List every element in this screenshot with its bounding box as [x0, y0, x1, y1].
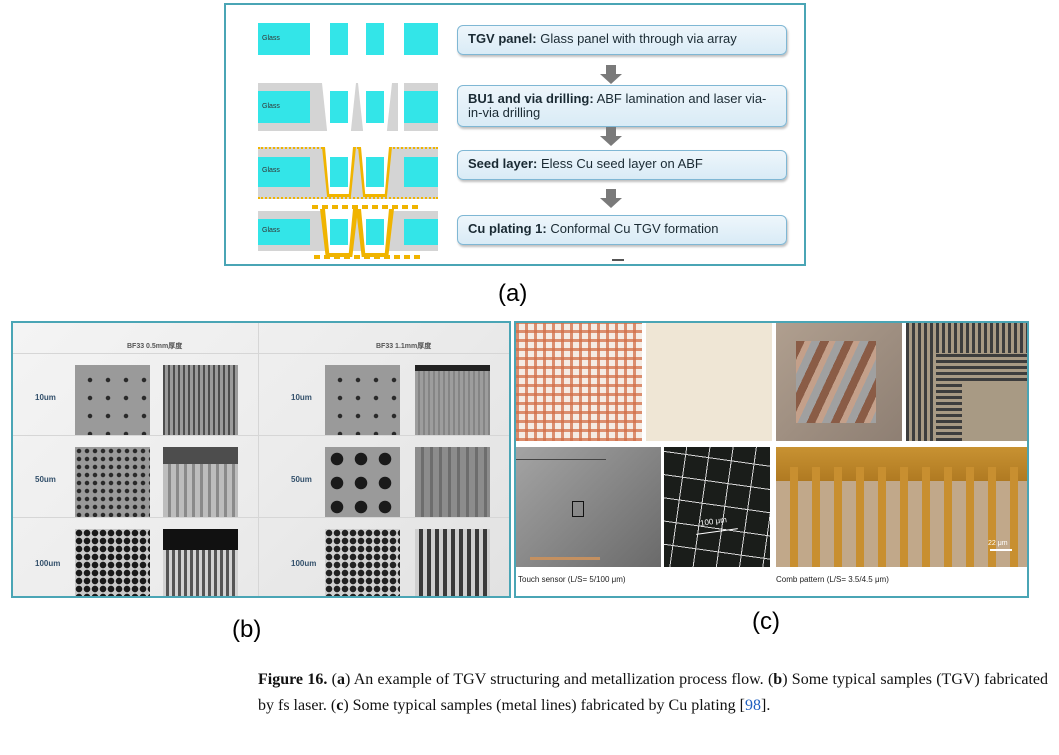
- citation-link[interactable]: 98: [744, 697, 761, 714]
- image-caption: Comb pattern (L/S= 3.5/4.5 μm): [776, 575, 889, 584]
- row-label: 50um: [35, 475, 56, 484]
- step-text: ABF lamination and laser via-in-via dril…: [468, 91, 767, 120]
- scale-bar-label: 100 μm: [699, 515, 728, 528]
- corner-lines-image: [906, 323, 1027, 441]
- glass-label: Glass: [262, 103, 280, 110]
- step-text: Glass panel with through via array: [536, 31, 737, 46]
- sem-image-cross-section: [415, 365, 490, 435]
- step-text: Conformal Cu TGV formation: [546, 221, 719, 236]
- process-flow-panel: Glass Glass Glass: [224, 3, 806, 266]
- sem-image-cross-section: [415, 529, 490, 596]
- caption-subfig-label: a: [336, 671, 345, 688]
- metal-lines-panel: 100 μm 22 μm Touch sensor (L/S= 5/100 μm…: [514, 321, 1029, 598]
- step-text: Eless Cu seed layer on ABF: [537, 156, 703, 171]
- glass-label: Glass: [262, 167, 280, 174]
- sem-image-top-view: [75, 447, 150, 517]
- comb-pattern-image: 22 μm: [776, 447, 1027, 567]
- sem-image-top-view: [325, 447, 400, 517]
- caption-text: ].: [760, 697, 771, 714]
- row-label: 100um: [291, 559, 317, 568]
- step-box-4: Cu plating 1: Conformal Cu TGV formation: [457, 215, 787, 245]
- row-label: 50um: [291, 475, 312, 484]
- sem-image-top-view: [75, 365, 150, 435]
- row-label: 10um: [35, 393, 56, 402]
- panel-label-a: (a): [498, 280, 528, 307]
- sem-image-top-view: [325, 529, 400, 596]
- touch-sensor-zoom-image: 100 μm: [664, 447, 770, 567]
- step-title: TGV panel:: [468, 31, 537, 46]
- step-title: Cu plating 1:: [468, 221, 547, 236]
- caption-subfig-label: b: [773, 671, 783, 688]
- cross-section-step-3: Glass: [258, 145, 438, 199]
- step-title: Seed layer:: [468, 156, 538, 171]
- column-header: BF33 0.5mm厚度: [127, 343, 183, 350]
- divider-line: [13, 353, 509, 354]
- row-label: 10um: [291, 393, 312, 402]
- sem-image-top-view: [75, 529, 150, 596]
- copper-pattern-image: [516, 323, 642, 441]
- divider-line: [13, 435, 509, 436]
- scale-bar-label: 22 μm: [988, 540, 1008, 547]
- sem-image-cross-section: [415, 447, 490, 517]
- panel-label-c: (c): [752, 608, 780, 635]
- sem-image-cross-section: [163, 529, 238, 596]
- continuation-dash: [612, 259, 624, 261]
- caption-text: ) An example of TGV structuring and meta…: [344, 671, 774, 688]
- caption-text: ) Some typical samples (TGV) fabricated …: [258, 671, 1049, 714]
- image-caption: Touch sensor (L/S= 5/100 μm): [518, 575, 626, 584]
- cross-section-step-1: Glass: [258, 23, 438, 55]
- panel-label-b: (b): [232, 616, 262, 643]
- caption-text: ) Some typical samples (metal lines) fab…: [343, 697, 745, 714]
- divider-line: [13, 517, 509, 518]
- divider-line: [258, 323, 259, 596]
- figure-label: Figure 16.: [258, 671, 328, 688]
- step-box-3: Seed layer: Eless Cu seed layer on ABF: [457, 150, 787, 180]
- step-box-1: TGV panel: Glass panel with through via …: [457, 25, 787, 55]
- glass-label: Glass: [262, 227, 280, 234]
- touch-sensor-image: [516, 447, 661, 567]
- sem-image-top-view: [325, 365, 400, 435]
- sem-image-cross-section: [163, 365, 238, 435]
- figure-caption: Figure 16. (a) An example of TGV structu…: [258, 667, 1048, 719]
- cross-section-step-2: Glass: [258, 83, 438, 131]
- caption-subfig-label: c: [336, 697, 344, 714]
- glass-label: Glass: [262, 35, 280, 42]
- sem-image-cross-section: [163, 447, 238, 517]
- cross-section-step-4: Glass: [258, 205, 438, 259]
- row-label: 100um: [35, 559, 61, 568]
- caption-text: (: [327, 671, 337, 688]
- step-title: BU1 and via drilling:: [468, 91, 594, 106]
- substrate-image: [646, 323, 772, 441]
- tgv-copper-posts-image: [776, 323, 902, 441]
- column-header: BF33 1.1mm厚度: [376, 343, 432, 350]
- step-box-2: BU1 and via drilling: ABF lamination and…: [457, 85, 787, 127]
- tgv-samples-panel: BF33 0.5mm厚度 BF33 1.1mm厚度 10um 50um 100u…: [11, 321, 511, 598]
